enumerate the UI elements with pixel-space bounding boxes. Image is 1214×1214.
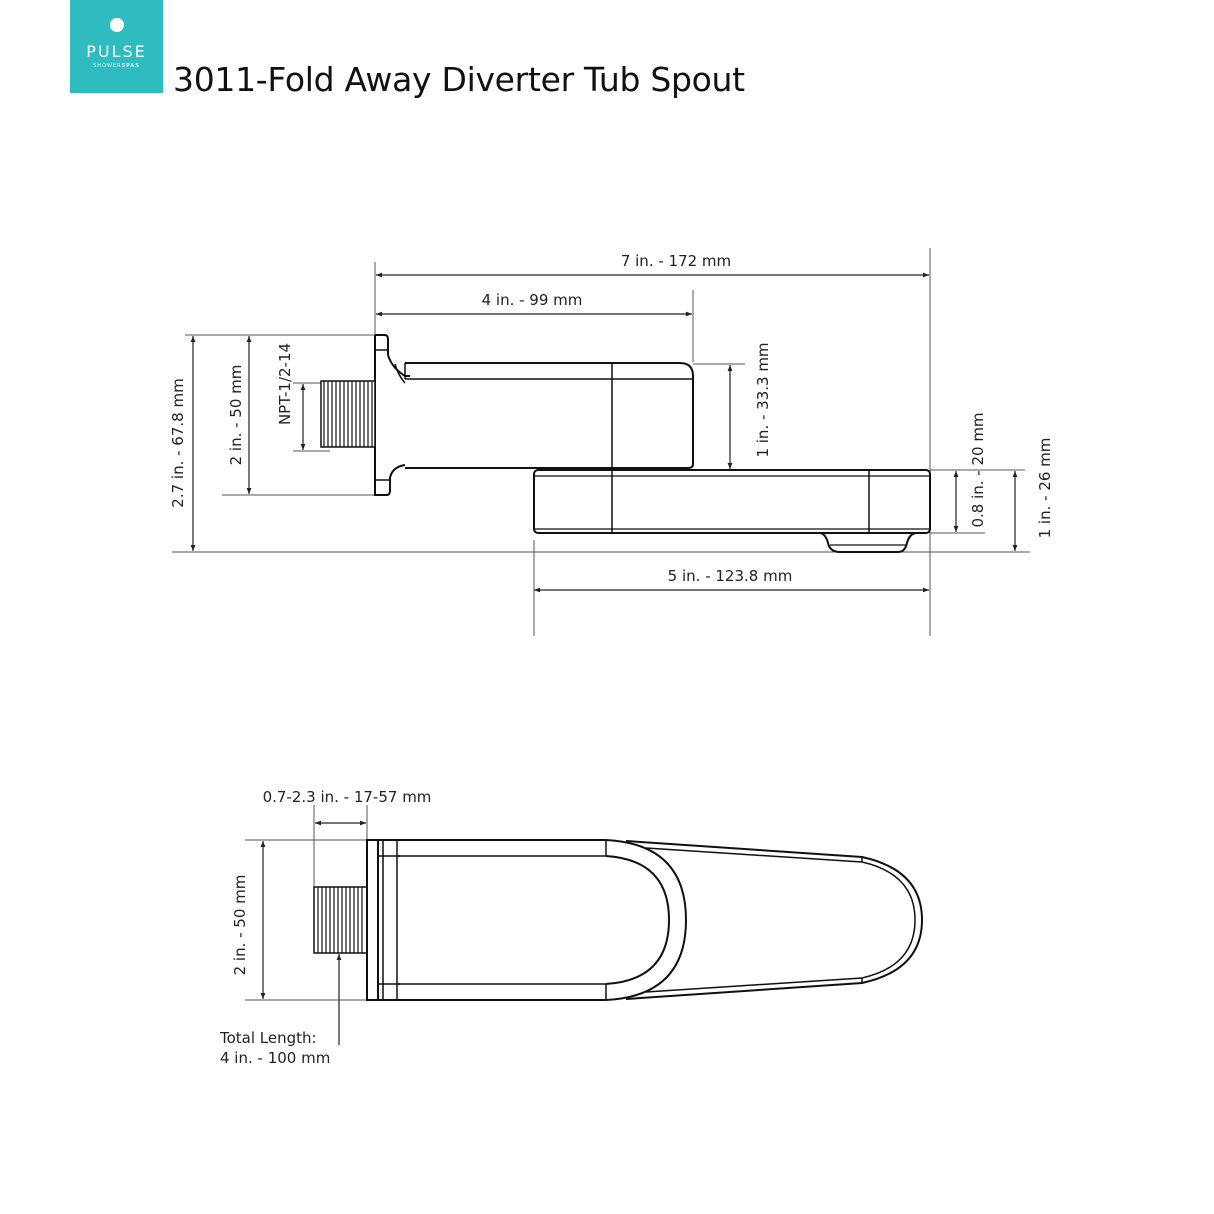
dim-spout-total-height: 1 in. - 26 mm: [1036, 438, 1054, 539]
top-view: [245, 805, 924, 1045]
total-length-value: 4 in. - 100 mm: [220, 1049, 330, 1067]
logo-tagline-light: SHOWER: [93, 63, 122, 69]
dimension-lines-top: [260, 820, 366, 1045]
logo-brand-text: PULSE: [86, 42, 147, 61]
dim-overall-height: 2.7 in. - 67.8 mm: [169, 378, 187, 507]
dim-body-length: 4 in. - 99 mm: [482, 291, 583, 309]
side-view: [172, 248, 1030, 636]
dim-spout-length: 5 in. - 123.8 mm: [668, 567, 793, 585]
total-length-label: Total Length:: [219, 1029, 317, 1047]
dim-body-height: 1 in. - 33.3 mm: [754, 342, 772, 457]
dim-flange-height-top: 2 in. - 50 mm: [231, 875, 249, 976]
page-title: 3011-Fold Away Diverter Tub Spout: [173, 60, 745, 99]
extension-lines: [172, 248, 1030, 636]
threaded-nipple: [320, 380, 376, 448]
threaded-nipple-top: [313, 886, 368, 954]
dim-spout-height: 0.8 in. - 20 mm: [969, 412, 987, 527]
dim-thread-length: 0.7-2.3 in. - 17-57 mm: [263, 788, 432, 806]
dim-thread-spec: NPT-1/2-14: [276, 343, 294, 425]
dimension-lines: [190, 272, 1018, 593]
logo-tagline: SHOWERSPAS: [70, 63, 163, 69]
brand-logo: PULSE SHOWERSPAS: [70, 0, 163, 93]
dim-flange-height: 2 in. - 50 mm: [227, 365, 245, 466]
logo-tagline-bold: SPAS: [121, 63, 140, 69]
dim-overall-length: 7 in. - 172 mm: [621, 252, 731, 270]
shower-ball-icon: [110, 18, 124, 32]
